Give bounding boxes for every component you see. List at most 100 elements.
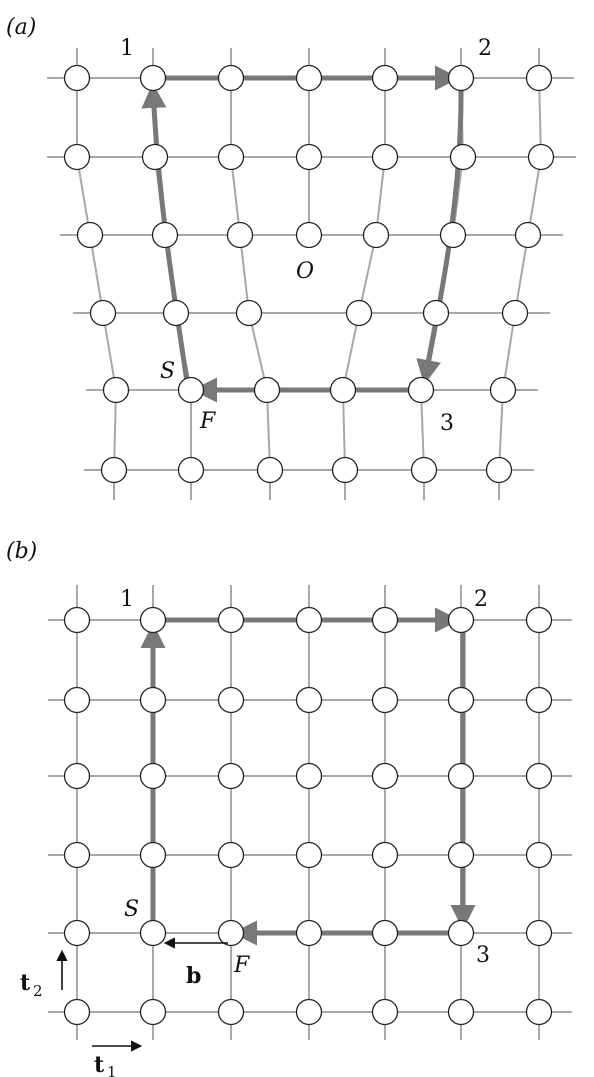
panel-a-label: (a) bbox=[6, 15, 36, 40]
panel-a-atom bbox=[141, 143, 169, 171]
panel-b-atom bbox=[525, 762, 553, 790]
panel-b-atom bbox=[139, 919, 167, 947]
panel-a-atom bbox=[527, 143, 555, 171]
panel-a-column-line bbox=[230, 48, 271, 500]
panel-a-atom bbox=[162, 299, 190, 327]
panel-b-atom bbox=[295, 686, 323, 714]
panel-b-atom bbox=[63, 606, 91, 634]
panel-b-atom bbox=[217, 919, 245, 947]
panel-b-atom bbox=[371, 841, 399, 869]
panel-a-column-line bbox=[498, 48, 543, 500]
panel-a-atom bbox=[485, 456, 513, 484]
panel-a-atom bbox=[177, 456, 205, 484]
panel-a-atom bbox=[447, 64, 475, 92]
panel-b-corner-1-label: 1 bbox=[120, 587, 134, 612]
panel-b-atom bbox=[63, 998, 91, 1026]
panel-a-corner-2-label: 2 bbox=[478, 36, 492, 61]
panel-b-atom bbox=[295, 919, 323, 947]
panel-a-atom bbox=[217, 143, 245, 171]
panel-b-finish-label: F bbox=[233, 953, 250, 978]
panel-b-atom bbox=[447, 841, 475, 869]
panel-b-atom bbox=[139, 606, 167, 634]
panel-a-corner-3-label: 3 bbox=[440, 411, 454, 436]
panel-b-atom bbox=[63, 919, 91, 947]
t1-label: t bbox=[94, 1052, 105, 1077]
panel-b-atom bbox=[217, 762, 245, 790]
panel-b-atom bbox=[371, 919, 399, 947]
panel-b-atom bbox=[525, 919, 553, 947]
panel-a-atom bbox=[371, 64, 399, 92]
panel-a-atom bbox=[362, 221, 390, 249]
panel-b-atom bbox=[447, 686, 475, 714]
panel-b-perfect-lattice: (b) 1 2 3 S F b t 2 t 1 bbox=[6, 539, 572, 1077]
panel-a-atom bbox=[410, 456, 438, 484]
panel-a-atom bbox=[235, 299, 263, 327]
panel-b-atom bbox=[295, 606, 323, 634]
panel-b-atom bbox=[139, 841, 167, 869]
panel-a-finish-label: F bbox=[199, 409, 216, 434]
panel-b-atom bbox=[295, 762, 323, 790]
panel-b-grid-lines bbox=[48, 585, 572, 1040]
panel-a-atom bbox=[439, 221, 467, 249]
panel-b-atom bbox=[447, 919, 475, 947]
panel-a-atom bbox=[256, 456, 284, 484]
panel-a-atom bbox=[449, 143, 477, 171]
panel-b-atom bbox=[139, 686, 167, 714]
panel-b-atom bbox=[63, 686, 91, 714]
panel-a-atom bbox=[63, 143, 91, 171]
panel-b-atom bbox=[217, 841, 245, 869]
panel-a-column-line bbox=[341, 48, 386, 500]
panel-a-atom bbox=[253, 376, 281, 404]
panel-b-corner-3-label: 3 bbox=[476, 943, 490, 968]
panel-b-atom bbox=[525, 686, 553, 714]
panel-b-atom bbox=[139, 998, 167, 1026]
panel-b-atom bbox=[139, 762, 167, 790]
t2-label: t bbox=[20, 970, 31, 996]
panel-a-distorted-lattice: (a) 1 2 3 S F O bbox=[6, 15, 576, 500]
panel-a-atom bbox=[100, 456, 128, 484]
t2-subscript: 2 bbox=[33, 982, 43, 1000]
panel-a-atom bbox=[89, 299, 117, 327]
panel-a-atom bbox=[63, 64, 91, 92]
panel-a-atom bbox=[489, 376, 517, 404]
panel-a-atom bbox=[295, 221, 323, 249]
panel-a-atom bbox=[422, 299, 450, 327]
panel-a-atom bbox=[295, 64, 323, 92]
panel-a-atom bbox=[407, 376, 435, 404]
panel-b-atom bbox=[217, 686, 245, 714]
panel-b-atom bbox=[371, 998, 399, 1026]
panel-b-start-label: S bbox=[124, 897, 139, 922]
panel-b-atom bbox=[525, 998, 553, 1026]
panel-b-atom bbox=[447, 762, 475, 790]
panel-a-atom bbox=[501, 299, 529, 327]
panel-b-atom bbox=[447, 606, 475, 634]
panel-a-atom bbox=[525, 64, 553, 92]
panel-a-atom bbox=[102, 376, 130, 404]
panel-a-atom bbox=[371, 143, 399, 171]
panel-b-atom bbox=[371, 686, 399, 714]
panel-b-corner-2-label: 2 bbox=[474, 587, 488, 612]
panel-b-atom bbox=[371, 606, 399, 634]
panel-b-label: (b) bbox=[6, 539, 37, 564]
panel-a-atom bbox=[226, 221, 254, 249]
panel-a-column-line bbox=[76, 48, 118, 500]
panel-a-origin-label: O bbox=[296, 259, 314, 284]
panel-a-atom bbox=[177, 376, 205, 404]
panel-a-corner-1-label: 1 bbox=[120, 36, 134, 61]
panel-b-atoms bbox=[63, 606, 553, 1026]
panel-a-atom bbox=[329, 376, 357, 404]
t1-subscript: 1 bbox=[107, 1063, 117, 1077]
panel-b-atom bbox=[63, 841, 91, 869]
burgers-vector-label: b bbox=[186, 963, 201, 989]
panel-b-atom bbox=[525, 841, 553, 869]
panel-a-atom bbox=[151, 221, 179, 249]
panel-a-atom bbox=[331, 456, 359, 484]
panel-b-atom bbox=[217, 998, 245, 1026]
panel-b-atom bbox=[525, 606, 553, 634]
panel-a-atom bbox=[345, 299, 373, 327]
panel-a-atom bbox=[76, 221, 104, 249]
panel-a-atom bbox=[139, 64, 167, 92]
panel-b-atom bbox=[217, 606, 245, 634]
panel-a-atom bbox=[514, 221, 542, 249]
